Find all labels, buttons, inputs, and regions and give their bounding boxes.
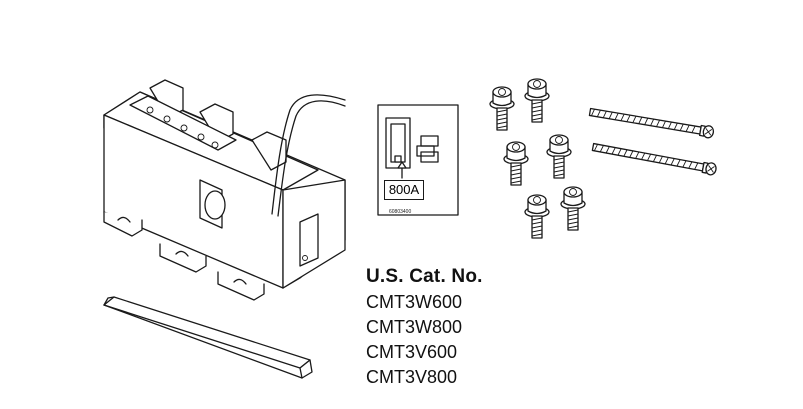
short-screw bbox=[489, 86, 515, 131]
short-screw bbox=[524, 194, 550, 239]
catalog-heading: U.S. Cat. No. bbox=[366, 266, 483, 287]
short-screw bbox=[560, 186, 586, 231]
short-screws bbox=[489, 78, 586, 239]
label-part-code: 60803400 bbox=[389, 209, 412, 215]
short-screw bbox=[524, 78, 550, 123]
long-screw bbox=[588, 105, 715, 140]
terminal-cover-assembly bbox=[103, 79, 346, 301]
long-screws bbox=[588, 105, 718, 177]
rating-tag: 800A bbox=[384, 180, 424, 200]
long-screw bbox=[591, 140, 718, 177]
short-screw bbox=[503, 141, 529, 186]
short-screw bbox=[546, 134, 572, 179]
catalog-item: CMT3V600 bbox=[366, 342, 458, 362]
catalog-item: CMT3W600 bbox=[366, 292, 463, 312]
catalog-item: CMT3V800 bbox=[366, 367, 458, 387]
catalog-item: CMT3W800 bbox=[366, 317, 463, 337]
hex-rod bbox=[103, 296, 313, 379]
